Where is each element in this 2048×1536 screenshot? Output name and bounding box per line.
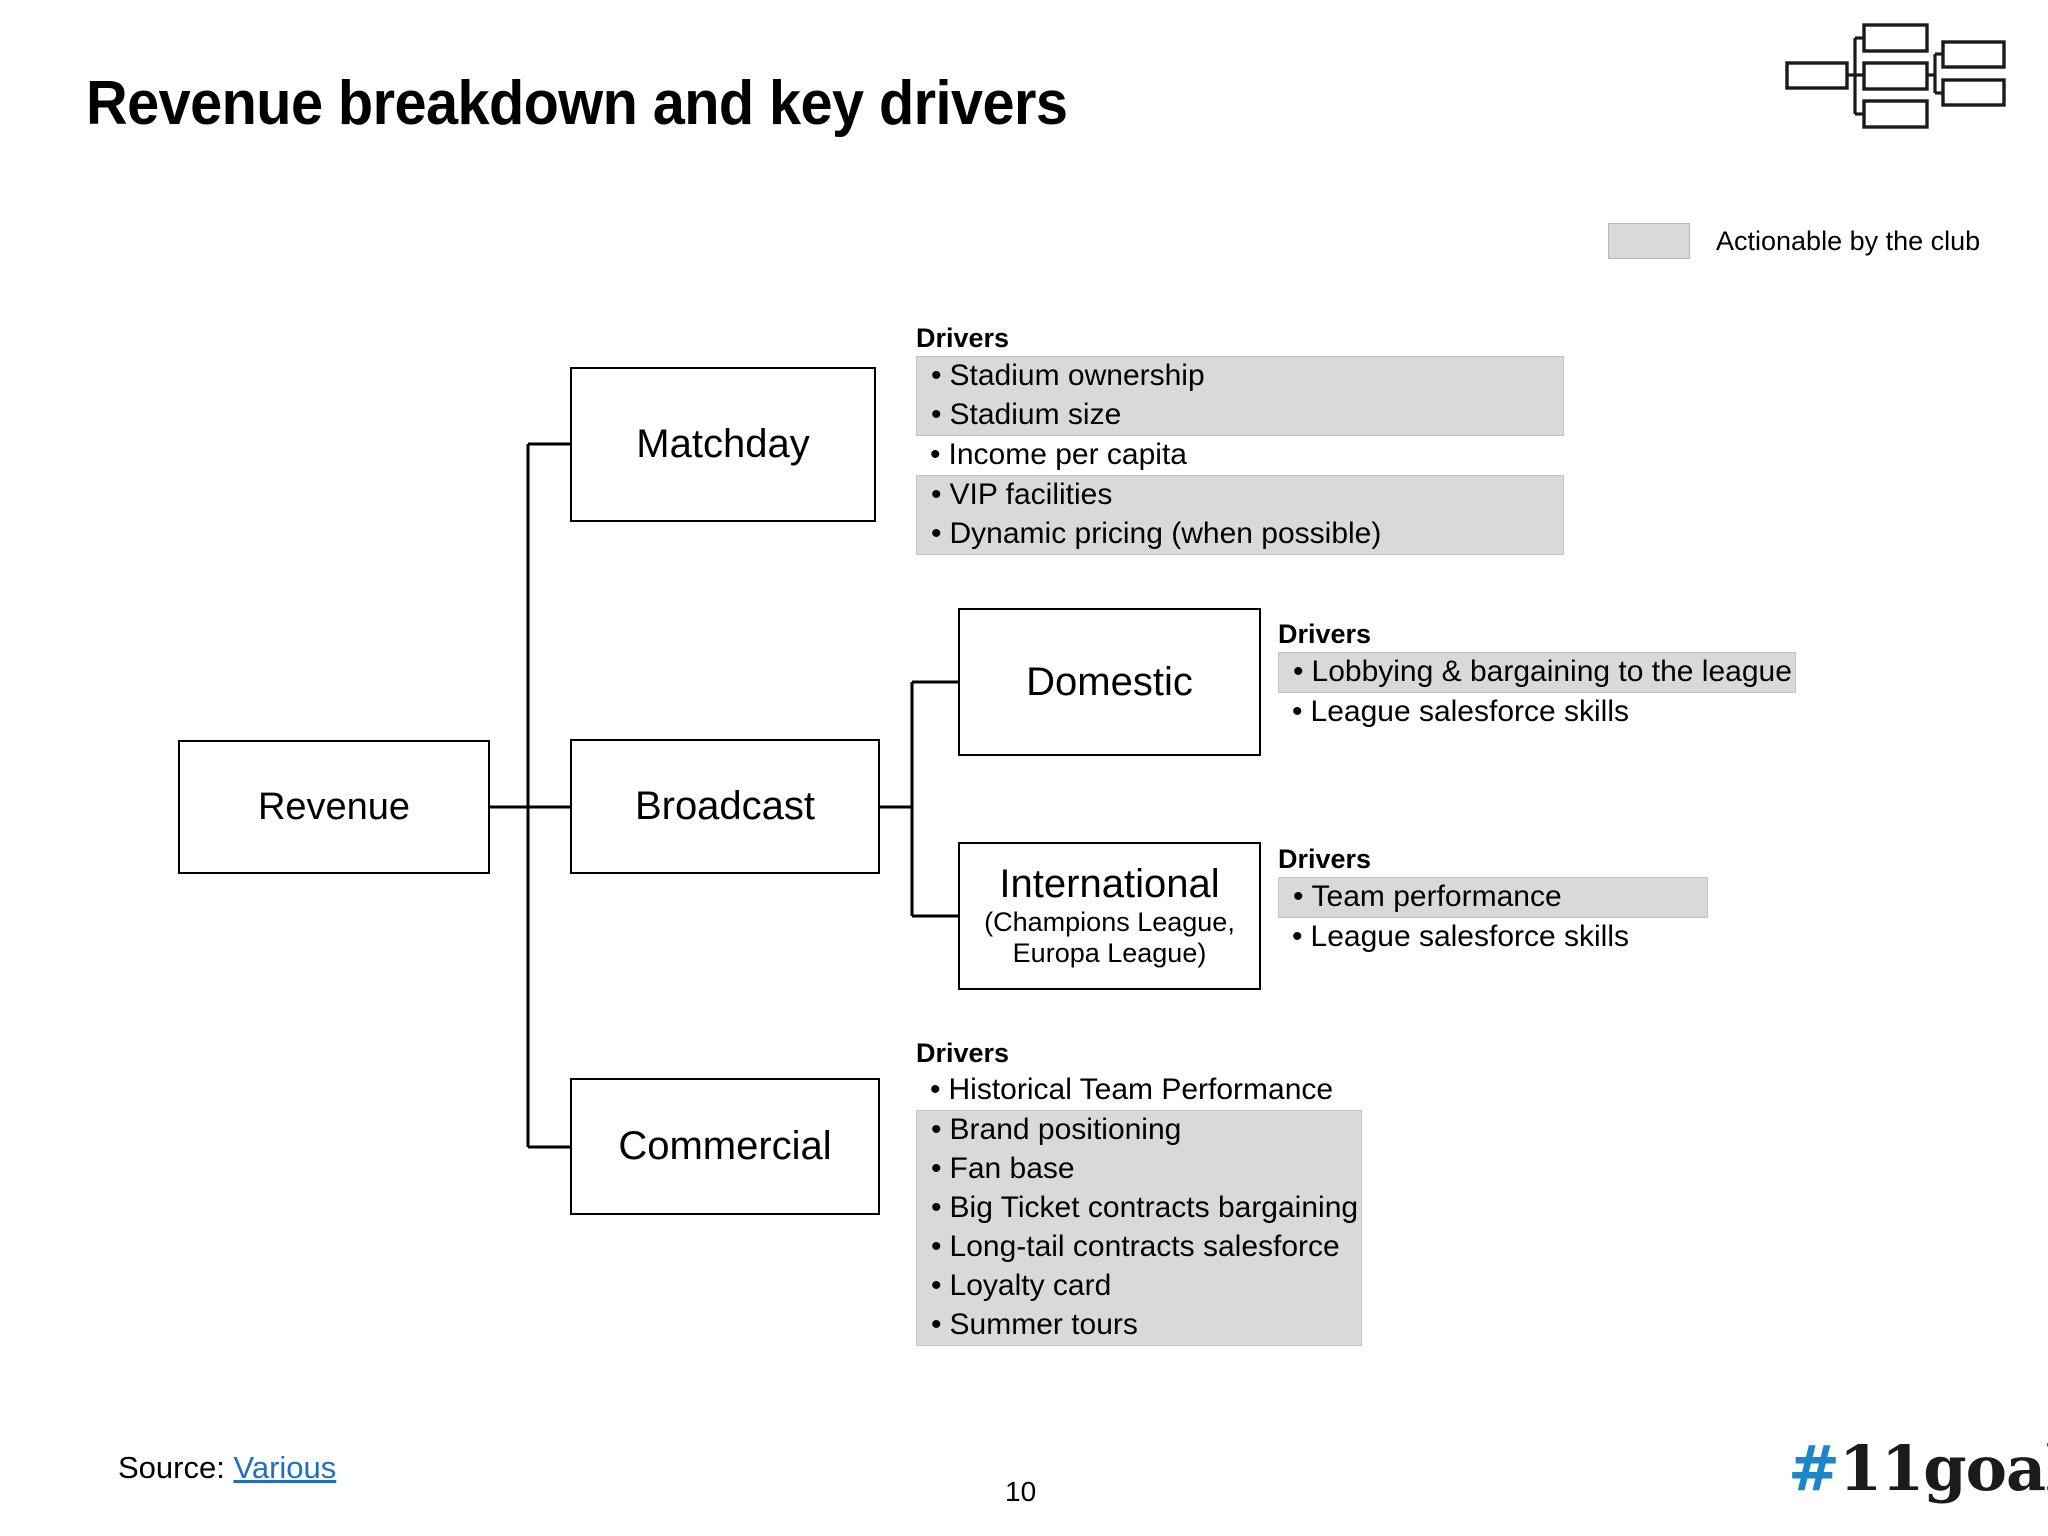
driver-band-actionable: •Brand positioning•Fan base•Big Ticket c… [916,1110,1362,1346]
page-number: 10 [1005,1476,1037,1507]
bullet-icon: • [1292,695,1303,728]
bullet-icon: • [931,478,942,511]
node-domestic[interactable]: Domestic [958,608,1261,756]
driver-item-label: Dynamic pricing (when possible) [949,517,1382,550]
drivers-group-domestic: Drivers •Lobbying & bargaining to the le… [1278,621,1796,732]
bullet-icon: • [930,438,941,471]
node-international-sub-line1: (Champions League, [984,906,1235,937]
driver-item: •Dynamic pricing (when possible) [917,515,1563,554]
driver-band-plain: •League salesforce skills [1278,693,1796,732]
driver-item: •Big Ticket contracts bargaining [917,1189,1361,1228]
driver-item: •Team performance [1279,878,1707,917]
brand-logo-text: 11goals [1838,1432,2048,1505]
bullet-icon: • [1293,655,1304,688]
driver-item-label: Income per capita [948,438,1187,471]
legend-label: Actionable by the club [1716,225,1981,256]
driver-band-actionable: •Team performance [1278,877,1708,918]
drivers-list-domestic: •Lobbying & bargaining to the league•Lea… [1278,652,1796,732]
driver-item-label: Historical Team Performance [948,1073,1334,1106]
node-international[interactable]: International (Champions League, Europa … [958,842,1261,990]
bullet-icon: • [930,1073,941,1106]
driver-band-actionable: •VIP facilities•Dynamic pricing (when po… [916,475,1564,555]
driver-item-label: Summer tours [949,1308,1138,1341]
driver-item: •Loyalty card [917,1267,1361,1306]
driver-item-label: Team performance [1311,880,1562,913]
node-revenue[interactable]: Revenue [178,740,490,874]
bullet-icon: • [931,1113,942,1146]
bullet-icon: • [931,398,942,431]
bullet-icon: • [931,1308,942,1341]
driver-item-label: VIP facilities [949,478,1113,511]
driver-item-label: League salesforce skills [1310,920,1630,953]
driver-item: •Historical Team Performance [916,1071,1362,1110]
bullet-icon: • [931,1269,942,1302]
driver-band-plain: •Historical Team Performance [916,1071,1362,1110]
driver-item: •Stadium size [917,396,1563,435]
drivers-heading: Drivers [916,323,1010,353]
node-international-sub-line2: Europa League) [1012,938,1207,969]
node-international-label: International [999,861,1220,906]
drivers-list-commercial: •Historical Team Performance•Brand posit… [916,1071,1362,1346]
drivers-list-matchday: •Stadium ownership•Stadium size•Income p… [916,356,1564,555]
source-note: Source: Various [118,1450,336,1486]
driver-band-plain: •League salesforce skills [1278,918,1708,957]
driver-item: •Fan base [917,1150,1361,1189]
driver-band-plain: •Income per capita [916,436,1564,475]
bullet-icon: • [931,1191,942,1224]
page-title: Revenue breakdown and key drivers [86,69,1068,138]
driver-item: •Income per capita [916,436,1564,475]
driver-item: •League salesforce skills [1278,693,1796,732]
bullet-icon: • [931,517,942,550]
drivers-group-international: Drivers •Team performance•League salesfo… [1278,846,1708,957]
node-broadcast[interactable]: Broadcast [570,739,880,874]
driver-band-actionable: •Stadium ownership•Stadium size [916,356,1564,436]
node-domestic-label: Domestic [1026,659,1193,704]
drivers-group-matchday: Drivers •Stadium ownership•Stadium size•… [916,325,1564,555]
driver-item-label: Lobbying & bargaining to the league [1311,655,1792,688]
driver-item: •Brand positioning [917,1111,1361,1150]
drivers-heading: Drivers [916,1038,1010,1068]
bullet-icon: • [1292,920,1303,953]
driver-item: •Lobbying & bargaining to the league [1279,653,1795,692]
driver-item: •Summer tours [917,1306,1361,1345]
source-link[interactable]: Various [233,1450,337,1485]
node-revenue-label: Revenue [257,785,411,828]
driver-item: •Long-tail contracts salesforce [917,1228,1361,1267]
org-tree-icon [1785,8,2035,138]
driver-item: •Stadium ownership [917,357,1563,396]
node-commercial-label: Commercial [618,1124,832,1169]
bullet-icon: • [931,1230,942,1263]
driver-band-actionable: •Lobbying & bargaining to the league [1278,652,1796,693]
driver-item: •VIP facilities [917,476,1563,515]
drivers-heading: Drivers [1278,844,1372,874]
bullet-icon: • [931,359,942,392]
node-matchday-label: Matchday [636,422,810,467]
driver-item: •League salesforce skills [1278,918,1708,957]
node-broadcast-label: Broadcast [634,784,816,829]
legend-swatch-actionable [1608,223,1690,259]
driver-item-label: League salesforce skills [1310,695,1630,728]
driver-item-label: Brand positioning [949,1113,1182,1146]
legend: Actionable by the club [1608,223,1980,259]
driver-item-label: Big Ticket contracts bargaining [949,1191,1359,1224]
hash-icon: # [1788,1432,1840,1505]
source-prefix: Source: [118,1450,234,1485]
driver-item-label: Long-tail contracts salesforce [949,1230,1340,1263]
drivers-group-commercial: Drivers •Historical Team Performance•Bra… [916,1040,1362,1346]
node-commercial[interactable]: Commercial [570,1078,880,1215]
drivers-heading: Drivers [1278,619,1372,649]
driver-item-label: Loyalty card [949,1269,1112,1302]
brand-logo-11goals: #11goals [1788,1432,2048,1505]
node-matchday[interactable]: Matchday [570,367,876,522]
driver-item-label: Stadium size [949,398,1122,431]
drivers-list-international: •Team performance•League salesforce skil… [1278,877,1708,957]
driver-item-label: Fan base [949,1152,1075,1185]
bullet-icon: • [931,1152,942,1185]
bullet-icon: • [1293,880,1304,913]
driver-item-label: Stadium ownership [949,359,1205,392]
